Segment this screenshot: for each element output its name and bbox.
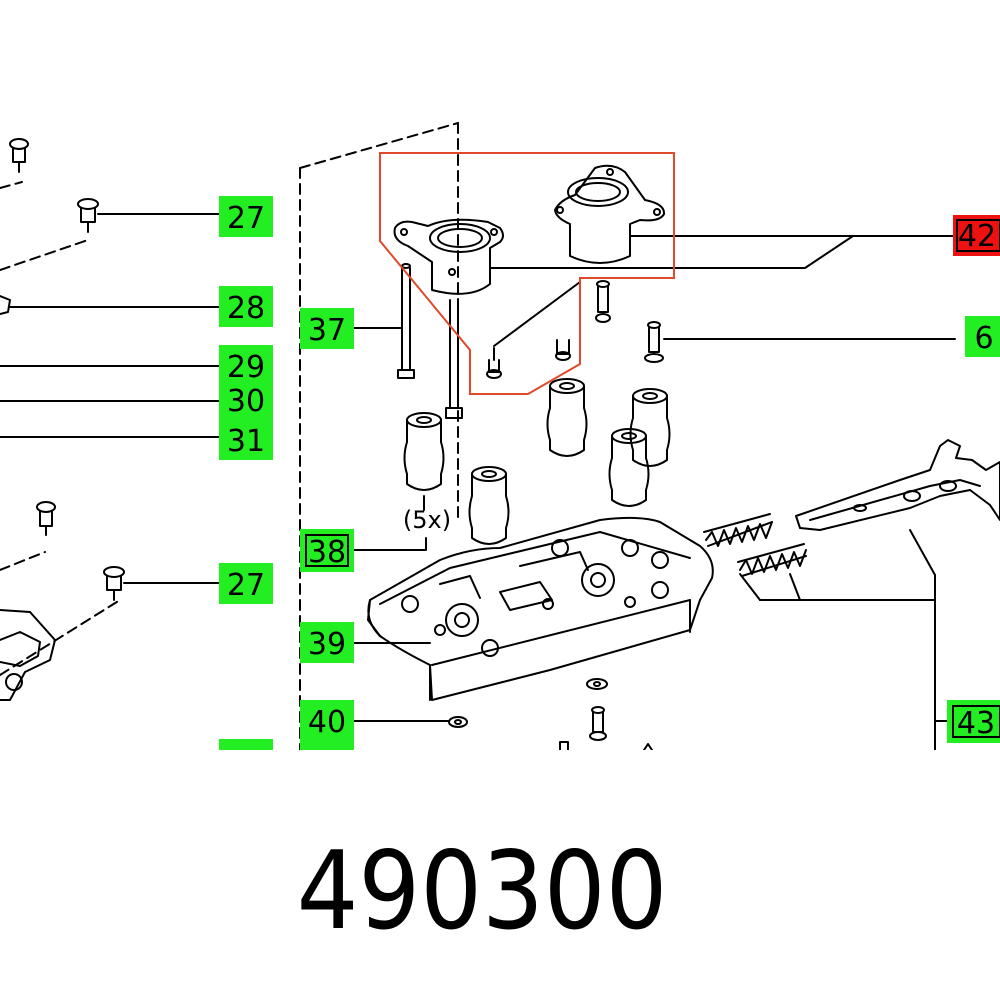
screw-6 xyxy=(644,321,956,363)
badge-partial-center xyxy=(300,741,354,750)
svg-text:38: 38 xyxy=(308,535,346,570)
svg-text:27: 27 xyxy=(227,201,265,236)
badge-30[interactable]: 30 xyxy=(219,381,273,419)
svg-text:29: 29 xyxy=(227,350,265,385)
badge-39[interactable]: 39 xyxy=(300,622,354,663)
badge-40[interactable]: 40 xyxy=(300,700,354,741)
badge-27-top[interactable]: 27 xyxy=(219,196,273,237)
long-bolt-2 xyxy=(445,299,463,419)
washer-40 xyxy=(351,716,468,728)
svg-text:37: 37 xyxy=(308,313,346,348)
highlight-frame xyxy=(379,152,675,395)
spring-2 xyxy=(737,543,807,577)
bearing-cup-2 xyxy=(554,164,666,264)
screw-mid-3 xyxy=(595,280,611,323)
screw-left-4 xyxy=(103,566,125,601)
screw-bottom-2 xyxy=(559,741,569,750)
svg-text:40: 40 xyxy=(308,705,346,740)
leader-42 xyxy=(489,235,956,269)
screw-mid-1 xyxy=(486,347,502,379)
svg-text:28: 28 xyxy=(227,291,265,326)
long-bolt xyxy=(351,263,415,379)
badge-27-bottom[interactable]: 27 xyxy=(219,563,273,604)
screw-left-1 xyxy=(9,138,29,173)
leader-43 xyxy=(739,529,951,750)
bearing-cup-1 xyxy=(393,218,504,295)
badge-43[interactable]: 43 xyxy=(947,700,1000,743)
badge-42[interactable]: 42 xyxy=(953,215,1000,256)
screw-bottom xyxy=(589,706,607,741)
leader-highlight-a xyxy=(493,281,581,347)
quantity-note: (5x) xyxy=(403,506,451,534)
screw-left-2 xyxy=(77,198,99,233)
screw-bottom-3 xyxy=(643,743,653,750)
bushing-4 xyxy=(629,388,671,467)
svg-text:42: 42 xyxy=(958,219,996,254)
badge-29[interactable]: 29 xyxy=(219,345,273,386)
badge-37[interactable]: 37 xyxy=(300,308,354,349)
svg-text:6: 6 xyxy=(974,321,993,356)
bushing-3 xyxy=(546,378,588,457)
bushing-2 xyxy=(468,466,510,545)
part-number: 490300 xyxy=(297,829,668,954)
badge-partial-left xyxy=(219,739,273,750)
leader-38 xyxy=(351,537,427,551)
base-plate xyxy=(351,516,714,701)
badge-38[interactable]: 38 xyxy=(300,529,354,572)
washer-2 xyxy=(586,678,608,690)
bushing-1 xyxy=(403,412,445,491)
lever-arm xyxy=(795,439,1000,531)
badge-6[interactable]: 6 xyxy=(965,316,1000,357)
bushing-5 xyxy=(608,428,650,507)
svg-text:30: 30 xyxy=(227,384,265,419)
svg-text:43: 43 xyxy=(957,706,995,741)
badge-28[interactable]: 28 xyxy=(219,286,273,327)
screw-mid-2 xyxy=(555,339,571,361)
leader-lines-left xyxy=(0,213,221,584)
svg-text:39: 39 xyxy=(308,627,346,662)
left-assembly xyxy=(0,295,56,701)
spring-1 xyxy=(703,513,773,547)
svg-text:31: 31 xyxy=(227,424,265,459)
svg-text:27: 27 xyxy=(227,568,265,603)
badge-31[interactable]: 31 xyxy=(219,419,273,460)
screw-left-3 xyxy=(36,501,56,536)
